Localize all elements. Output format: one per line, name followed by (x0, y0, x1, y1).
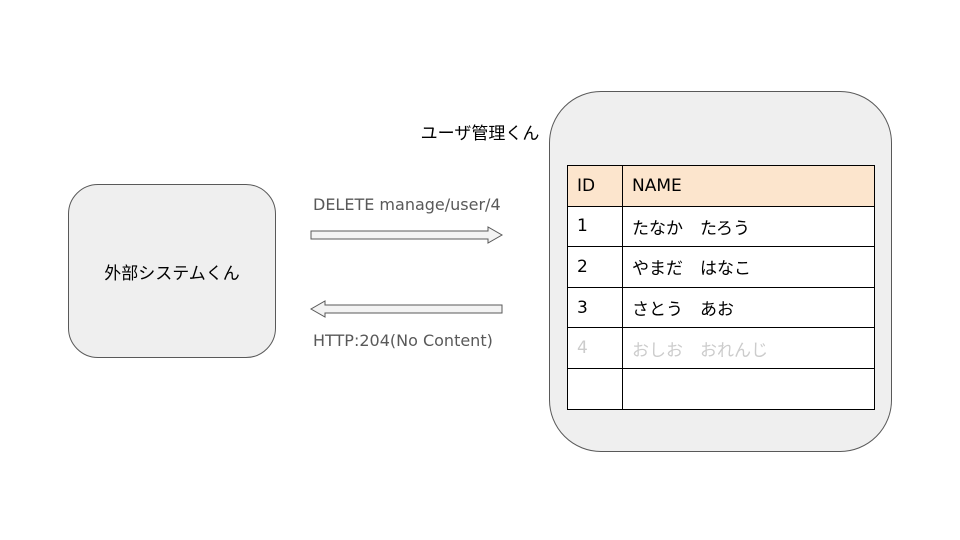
row-name-cell: やまだ はなこ (622, 246, 875, 288)
external-system-box: 外部システムくん (68, 184, 276, 358)
table-header-row: ID NAME (567, 165, 875, 207)
external-system-label: 外部システムくん (104, 263, 240, 284)
row-name-cell: たなか たろう (622, 205, 875, 248)
row-id-cell: 3 (567, 286, 623, 329)
empty-table-row (567, 367, 875, 410)
table-row: 2 やまだ はなこ (567, 246, 875, 288)
deleted-table-row: 4 おしお おれんじ (567, 327, 875, 369)
user-table: ID NAME 1 たなか たろう 2 やまだ はなこ 3 さとう あお 4 お… (567, 165, 875, 410)
row-name-cell: さとう あお (622, 286, 875, 329)
table-row: 3 さとう あお (567, 286, 875, 329)
row-id-cell: 2 (567, 246, 623, 288)
row-id-cell: 4 (567, 327, 623, 369)
name-column-header: NAME (622, 165, 875, 207)
request-label: DELETE manage/user/4 (313, 195, 501, 214)
response-label: HTTP:204(No Content) (313, 331, 493, 350)
row-name-cell (622, 367, 875, 410)
row-name-cell: おしお おれんじ (622, 327, 875, 369)
row-id-cell: 1 (567, 205, 623, 248)
id-column-header: ID (567, 165, 623, 207)
response-arrow (310, 300, 503, 318)
user-manager-title: ユーザ管理くん (420, 124, 540, 144)
table-row: 1 たなか たろう (567, 205, 875, 248)
row-id-cell (567, 367, 623, 410)
request-arrow (310, 226, 504, 244)
